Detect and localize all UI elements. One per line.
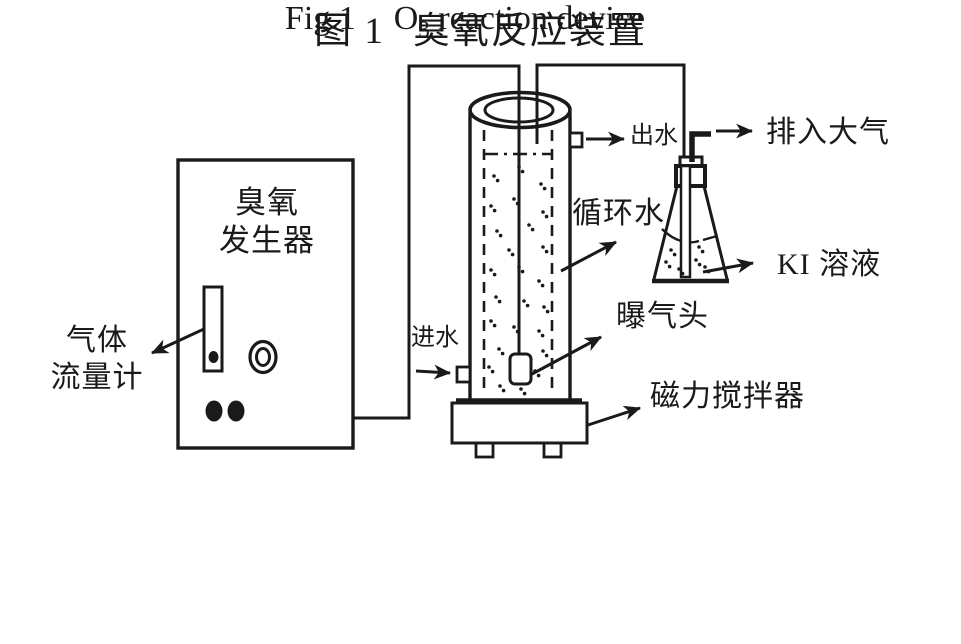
label-water-inlet: 进水 bbox=[411, 325, 459, 351]
reaction-column bbox=[455, 90, 584, 399]
outlet-nub bbox=[568, 131, 584, 149]
arrow-ki-solution bbox=[702, 258, 755, 274]
arrow-water-inlet bbox=[415, 364, 452, 380]
ozone-generator-box bbox=[176, 158, 355, 450]
erlenmeyer-flask bbox=[652, 131, 729, 284]
magnetic-stirrer bbox=[450, 398, 589, 459]
ozone-gas-pipe bbox=[353, 64, 521, 420]
label-discharge-to-atmosphere: 排入大气 bbox=[766, 116, 890, 149]
power-dots bbox=[205, 400, 245, 422]
label-water-outlet: 出水 bbox=[630, 123, 678, 149]
label-gas-flowmeter-line2: 流量计 bbox=[50, 361, 144, 394]
stirrer-foot-left bbox=[474, 441, 495, 459]
indicator-knob bbox=[248, 339, 278, 375]
label-ozone-generator: 臭氧 发生器 bbox=[202, 184, 332, 260]
label-gas-flowmeter-line1: 气体 bbox=[66, 324, 128, 357]
gas-inlet-tube bbox=[679, 164, 692, 279]
caption-zh-number: 图 1 bbox=[314, 11, 385, 52]
figure-caption-zh: 图 1 臭氧反应装置 bbox=[0, 0, 961, 54]
inlet-nub bbox=[455, 365, 472, 384]
caption-zh-title: 臭氧反应装置 bbox=[412, 11, 647, 52]
label-ozone-generator-line1: 臭氧 bbox=[235, 185, 299, 220]
label-ki-solution: KI 溶液 bbox=[777, 248, 882, 281]
column-rim bbox=[468, 90, 572, 130]
label-aeration-head: 曝气头 bbox=[616, 300, 709, 333]
caption-en-formula-subscript: 3 bbox=[418, 16, 430, 42]
arrow-aeration-head bbox=[531, 335, 602, 376]
arrow-magnetic-stirrer bbox=[587, 405, 642, 427]
label-magnetic-stirrer: 磁力搅拌器 bbox=[650, 380, 805, 413]
stirrer-foot-right bbox=[542, 441, 563, 459]
caption-en-formula: O bbox=[393, 0, 419, 37]
exhaust-tube bbox=[689, 131, 711, 162]
aeration-head bbox=[508, 352, 533, 386]
offgas-pipe bbox=[535, 63, 686, 161]
label-circulating-water: 循环水 bbox=[572, 197, 665, 230]
arrow-circulating-water bbox=[560, 240, 617, 273]
caption-en-title: reaction device bbox=[429, 0, 646, 37]
label-ozone-generator-line2: 发生器 bbox=[219, 223, 315, 258]
arrow-gas-flowmeter bbox=[151, 327, 205, 355]
figure-caption-en: Fig.1 O3 reaction device bbox=[0, 0, 930, 43]
label-gas-flowmeter: 气体 流量计 bbox=[38, 322, 156, 396]
caption-en-number: Fig.1 bbox=[284, 0, 356, 37]
